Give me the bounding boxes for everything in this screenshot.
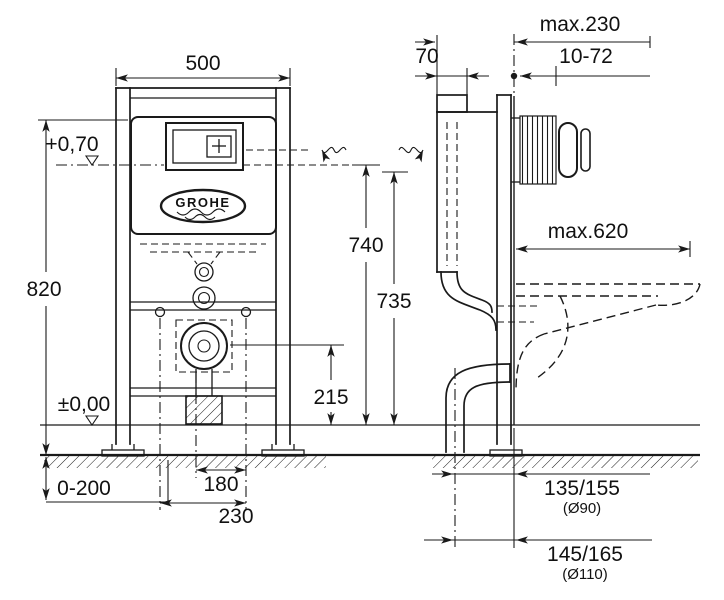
outlet-socket — [180, 322, 228, 370]
dim-feet-label: 0-200 — [57, 477, 111, 500]
wc-bowl-outline — [515, 283, 701, 393]
side-flush-bend — [440, 271, 538, 331]
dim-max230-label: max.230 — [540, 13, 621, 36]
dim-d110-label: (Ø110) — [562, 566, 608, 583]
brand-label: GROHE — [175, 195, 230, 210]
dim-180-label: 180 — [203, 473, 238, 496]
dim-215-label: 215 — [313, 386, 348, 409]
front-dimensions: 500 820 +0,70 ±0,00 740 735 215 — [26, 52, 424, 528]
dim-d90-label: (Ø90) — [563, 500, 601, 517]
dim-10-72-label: 10-72 — [559, 45, 613, 68]
ground-hatch-right — [432, 456, 698, 468]
grohe-logo: GROHE — [159, 188, 247, 224]
side-frame-foot — [489, 449, 523, 457]
actuator-plate-cap — [580, 128, 591, 172]
dim-740-label: 740 — [348, 234, 383, 257]
fixing-bolt-right — [240, 306, 252, 318]
side-dimensions: max.230 70 10-72 max.620 135/155 (Ø90) — [415, 13, 691, 583]
reference-dot — [510, 72, 518, 80]
frame-foot-left — [101, 444, 145, 457]
flush-plate — [165, 122, 244, 171]
fixing-bolt-left — [154, 306, 166, 318]
dim-70-label: 70 — [415, 45, 438, 68]
dim-max620-label: max.620 — [548, 220, 629, 243]
dim-500-label: 500 — [185, 52, 220, 75]
frame-foot-right — [261, 444, 305, 457]
level-triangle-icon — [84, 155, 100, 166]
side-drain-elbow — [445, 363, 511, 453]
dim-145-165-label: 145/165 — [547, 543, 623, 566]
level-triangle-icon — [84, 415, 100, 426]
front-outlet-assembly — [154, 262, 252, 425]
dim-820-label: 820 — [26, 278, 61, 301]
wall-finish-section — [519, 115, 557, 185]
actuator-plate — [558, 122, 578, 178]
front-cistern: GROHE — [130, 116, 277, 265]
wall-finish-squiggle-arrow — [321, 146, 347, 163]
wall-finish-squiggle-arrow — [398, 146, 424, 163]
level-upper-label: +0,70 — [45, 133, 98, 156]
floor-and-ground — [40, 424, 700, 468]
dim-735-label: 735 — [376, 290, 411, 313]
level-floor-label: ±0,00 — [58, 393, 110, 416]
logo-wave-icon — [176, 208, 226, 216]
dim-135-155-label: 135/155 — [544, 477, 620, 500]
dim-230-label: 230 — [218, 505, 253, 528]
side-fill-valve — [436, 94, 468, 113]
side-view — [436, 94, 701, 457]
side-frame-rail — [489, 94, 523, 457]
outlet-bracket — [185, 395, 223, 425]
logo-wave-icon — [184, 213, 216, 221]
side-actuator — [511, 115, 591, 185]
ground-hatch-left — [44, 456, 326, 468]
